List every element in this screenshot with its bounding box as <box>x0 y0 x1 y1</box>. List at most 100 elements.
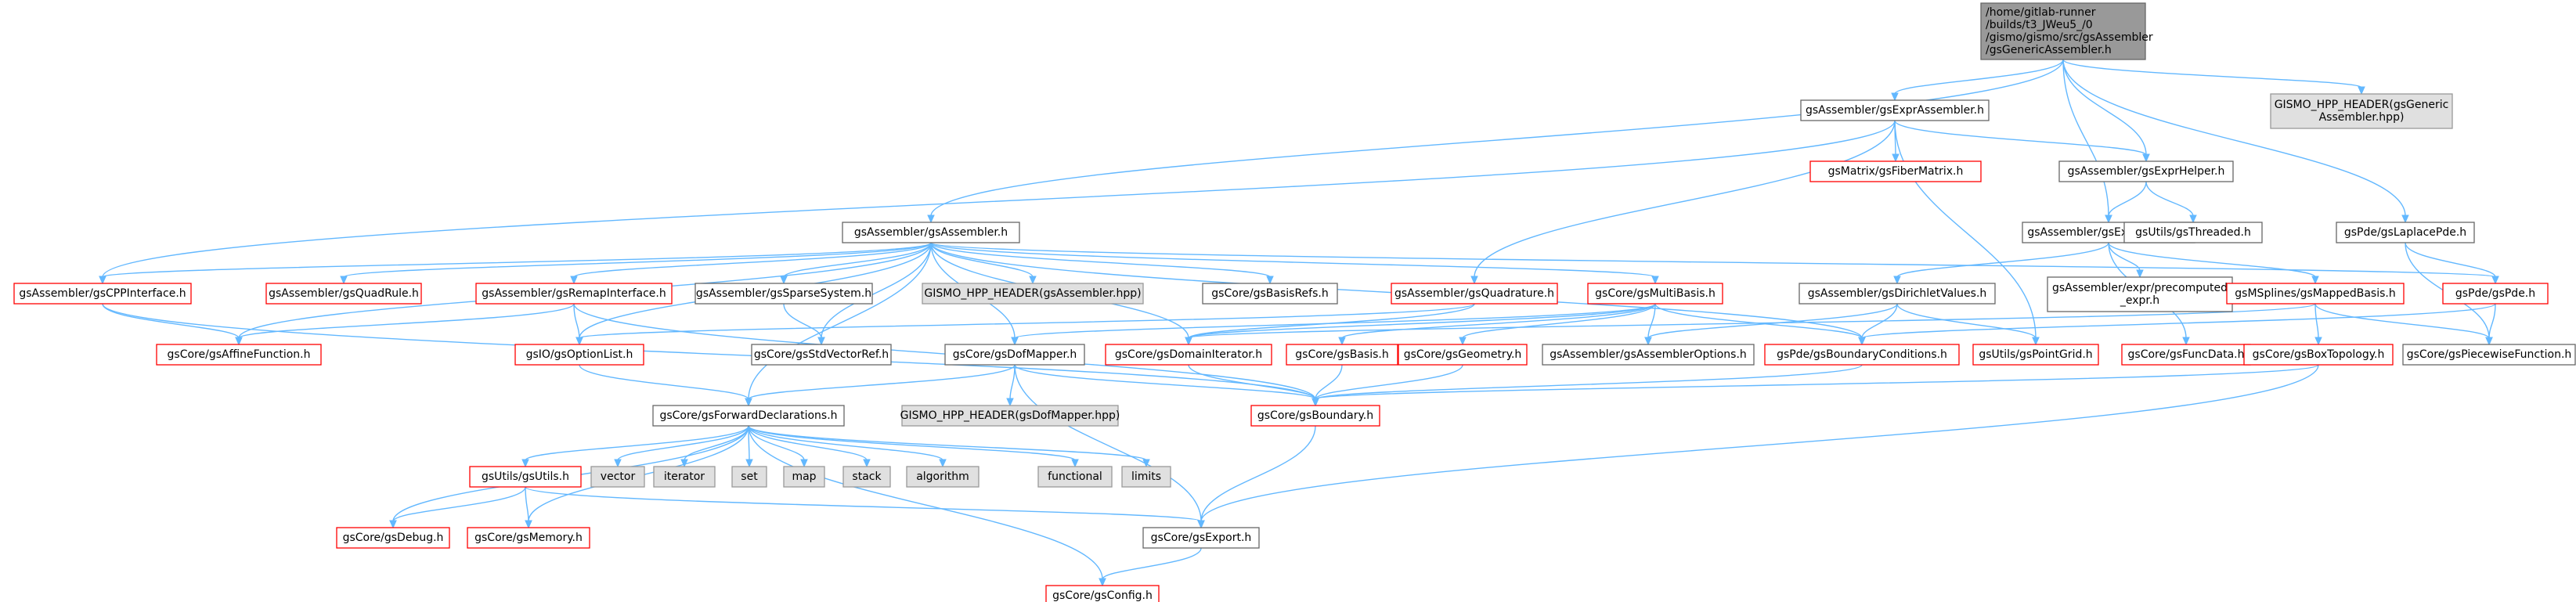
node-fiberMatrix[interactable]: gsMatrix/gsFiberMatrix.h <box>1809 160 1982 182</box>
node-set[interactable]: set <box>731 466 767 488</box>
node-label: stack <box>852 470 882 483</box>
node-funcData[interactable]: gsCore/gsFuncData.h <box>2121 344 2251 366</box>
node-affineFunction[interactable]: gsCore/gsAffineFunction.h <box>156 344 322 366</box>
node-iterator[interactable]: iterator <box>653 466 716 488</box>
node-assembler[interactable]: gsAssembler/gsAssembler.h <box>842 222 1020 243</box>
edge-multiBasis-to-dofMapper <box>1011 303 1656 346</box>
edge-exprAssembler-to-pointGrid <box>1894 120 2040 346</box>
node-boundary[interactable]: gsCore/gsBoundary.h <box>1250 405 1380 427</box>
node-label: gsUtils/gsThreaded.h <box>2135 226 2251 239</box>
node-hppGeneric[interactable]: GISMO_HPP_HEADER(gsGenericAssembler.hpp) <box>2270 93 2453 129</box>
node-hppAssembler[interactable]: GISMO_HPP_HEADER(gsAssembler.hpp) <box>922 283 1144 305</box>
node-stack[interactable]: stack <box>842 466 891 488</box>
edge-assembler-to-quadRule <box>340 242 932 285</box>
edge-root-to-assembler <box>927 59 2064 224</box>
node-label: gsAssembler/gsCPPInterface.h <box>19 287 186 300</box>
node-box <box>901 405 1119 427</box>
node-label: gsIO/gsOptionList.h <box>526 348 633 361</box>
node-label: /builds/t3_JWeu5_/0 <box>1986 19 2093 31</box>
edge-dofMapper-to-export <box>1014 364 1205 529</box>
node-cppInterface[interactable]: gsAssembler/gsCPPInterface.h <box>13 283 192 305</box>
node-vector[interactable]: vector <box>590 466 645 488</box>
node-debug[interactable]: gsCore/gsDebug.h <box>336 527 450 549</box>
node-box <box>2226 283 2405 305</box>
edge-remapInterface-to-affineFunction <box>235 303 575 346</box>
node-box <box>1037 466 1113 488</box>
node-forwardDecl[interactable]: gsCore/gsForwardDeclarations.h <box>652 405 845 427</box>
node-multiBasis[interactable]: gsCore/gsMultiBasis.h <box>1587 283 1723 305</box>
node-box <box>1121 466 1171 488</box>
node-box <box>13 283 192 305</box>
node-label: set <box>741 470 758 483</box>
edge-exprAssembler-to-exprHelper <box>1894 120 2150 163</box>
node-assemblerOptions[interactable]: gsAssembler/gsAssemblerOptions.h <box>1542 344 1755 366</box>
edge-exprAssembler-to-quadrature <box>1470 120 1896 285</box>
node-domainIterator[interactable]: gsCore/gsDomainIterator.h <box>1105 344 1272 366</box>
node-export[interactable]: gsCore/gsExport.h <box>1142 527 1260 549</box>
node-algorithm[interactable]: algorithm <box>906 466 980 488</box>
node-config[interactable]: gsCore/gsConfig.h <box>1045 585 1160 602</box>
node-stdVectorRef[interactable]: gsCore/gsStdVectorRef.h <box>751 344 892 366</box>
node-sparseSystem[interactable]: gsAssembler/gsSparseSystem.h <box>695 283 873 305</box>
edge-root-to-expressions <box>2062 59 2112 224</box>
edge-forwardDecl-to-functional <box>748 425 1079 468</box>
node-optionList[interactable]: gsIO/gsOptionList.h <box>514 344 644 366</box>
edge-cppInterface-to-affineFunction <box>102 303 243 346</box>
node-piecewiseFunction[interactable]: gsCore/gsPiecewiseFunction.h <box>2402 344 2576 366</box>
node-box <box>156 344 322 366</box>
node-label: gsCore/gsDomainIterator.h <box>1115 348 1262 361</box>
node-utils[interactable]: gsUtils/gsUtils.h <box>469 466 582 488</box>
node-box <box>2121 344 2251 366</box>
node-root[interactable]: /home/gitlab-runner/builds/t3_JWeu5_/0/g… <box>1980 2 2153 60</box>
node-label: gsAssembler/gsDirichletValues.h <box>1808 287 1987 300</box>
node-label: gsCore/gsExport.h <box>1151 532 1252 544</box>
node-exprAssembler[interactable]: gsAssembler/gsExprAssembler.h <box>1800 99 1990 121</box>
node-mappedBasis[interactable]: gsMSplines/gsMappedBasis.h <box>2226 283 2405 305</box>
node-label: Assembler.hpp) <box>2319 111 2405 124</box>
node-label: algorithm <box>916 470 969 483</box>
edge-boundary-to-export <box>1197 425 1316 529</box>
node-geometry[interactable]: gsCore/gsGeometry.h <box>1398 344 1528 366</box>
edge-optionList-to-forwardDecl <box>579 364 752 407</box>
node-basis[interactable]: gsCore/gsBasis.h <box>1286 344 1398 366</box>
node-label: gsCore/gsMemory.h <box>474 532 583 544</box>
node-remapInterface[interactable]: gsAssembler/gsRemapInterface.h <box>475 283 673 305</box>
node-label: gsAssembler/gsExprHelper.h <box>2068 165 2225 178</box>
node-hppDofMapper[interactable]: GISMO_HPP_HEADER(gsDofMapper.hpp) <box>900 405 1120 427</box>
node-box <box>1972 344 2099 366</box>
node-box <box>751 344 892 366</box>
node-box <box>1105 344 1272 366</box>
node-label: gsCore/gsStdVectorRef.h <box>754 348 889 361</box>
node-label: GISMO_HPP_HEADER(gsDofMapper.hpp) <box>900 409 1120 422</box>
edge-assembler-to-remapInterface <box>570 242 932 285</box>
edge-geometry-to-boundary <box>1311 364 1463 407</box>
node-pointGrid[interactable]: gsUtils/gsPointGrid.h <box>1972 344 2099 366</box>
edge-dofMapper-to-forwardDecl <box>745 364 1016 407</box>
node-boundaryConditions[interactable]: gsPde/gsBoundaryConditions.h <box>1764 344 1960 366</box>
node-label: gsPde/gsLaplacePde.h <box>2344 226 2466 239</box>
node-laplacePde[interactable]: gsPde/gsLaplacePde.h <box>2336 222 2475 243</box>
node-quadrature[interactable]: gsAssembler/gsQuadrature.h <box>1391 283 1558 305</box>
node-map[interactable]: map <box>783 466 825 488</box>
edge-forwardDecl-to-config <box>748 425 1106 587</box>
edge-assembler-to-pde <box>930 242 2499 285</box>
node-memory[interactable]: gsCore/gsMemory.h <box>467 527 590 549</box>
node-dirichletValues[interactable]: gsAssembler/gsDirichletValues.h <box>1799 283 1996 305</box>
node-basisRefs[interactable]: gsCore/gsBasisRefs.h <box>1202 283 1338 305</box>
edge-multiBasis-to-domainIterator <box>1185 303 1656 346</box>
node-pde[interactable]: gsPde/gsPde.h <box>2442 283 2549 305</box>
node-label: gsCore/gsConfig.h <box>1052 589 1153 602</box>
node-quadRule[interactable]: gsAssembler/gsQuadRule.h <box>265 283 422 305</box>
node-boxTopology[interactable]: gsCore/gsBoxTopology.h <box>2243 344 2394 366</box>
node-box <box>2058 160 2234 182</box>
node-box <box>2123 222 2263 243</box>
node-exprHelper[interactable]: gsAssembler/gsExprHelper.h <box>2058 160 2234 182</box>
edge-sparseSystem-to-stdVectorRef <box>783 303 825 346</box>
node-threaded[interactable]: gsUtils/gsThreaded.h <box>2123 222 2263 243</box>
node-exprPrecomputed[interactable]: gsAssembler/expr/precomputed_expr.h <box>2047 276 2233 312</box>
node-dofMapper[interactable]: gsCore/gsDofMapper.h <box>944 344 1085 366</box>
node-limits[interactable]: limits <box>1121 466 1171 488</box>
node-functional[interactable]: functional <box>1037 466 1113 488</box>
edge-multiBasis-to-geometry <box>1459 303 1656 346</box>
node-box <box>906 466 980 488</box>
